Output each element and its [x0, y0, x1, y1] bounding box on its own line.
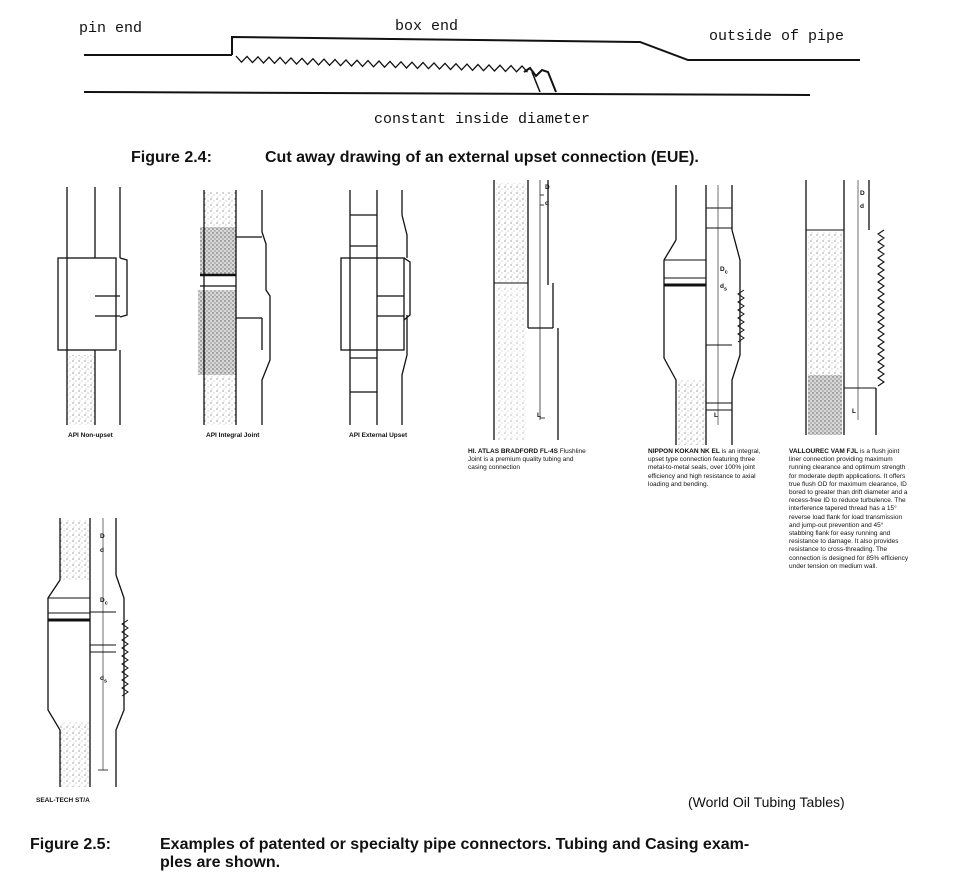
vam-dim-L: L: [852, 408, 856, 415]
vallourec-vam-title: VALLOUREC VAM FJL: [789, 448, 859, 455]
seal-tech-label: SEAL-TECH ST/A: [36, 797, 90, 804]
st-dim-Dc: Dc: [100, 597, 108, 607]
vallourec-vam-text: is a flush joint liner connection provid…: [789, 448, 909, 570]
atlas-bradford-description: HI. ATLAS BRADFORD FL-4S Flushline Joint…: [468, 448, 588, 473]
nippon-kokan-description: NIPPON KOKAN NK EL is an integral, upset…: [648, 448, 764, 489]
constant-inside-diameter-label: constant inside diameter: [374, 111, 591, 128]
nippon-kokan-title: NIPPON KOKAN NK EL: [648, 448, 720, 455]
atlas-dim-d: d: [545, 200, 549, 207]
source-note: (World Oil Tubing Tables): [688, 794, 845, 810]
api-integral-joint-label: API Integral Joint: [206, 432, 260, 439]
figure-2-5-caption-text: Examples of patented or specialty pipe c…: [160, 836, 749, 872]
st-dim-d: d: [100, 547, 104, 554]
nk-dim-ds: ds: [720, 283, 727, 293]
api-non-upset-label: API Non-upset: [68, 432, 113, 439]
api-non-upset-drawing: [57, 187, 128, 425]
vam-dim-d: d: [860, 203, 864, 210]
figure-2-4-caption-number: Figure 2.4:: [131, 149, 212, 166]
figure-2-5-caption-number: Figure 2.5:: [30, 836, 111, 853]
seal-tech-drawing: [47, 518, 129, 787]
vallourec-vam-description: VALLOUREC VAM FJL is a flush joint liner…: [789, 448, 909, 571]
api-external-upset-label: API External Upset: [349, 432, 408, 439]
box-end-label: box end: [395, 18, 459, 35]
atlas-dim-D: D: [545, 184, 550, 191]
eue-cutaway-drawing: [83, 35, 860, 96]
nk-dim-Dc: Dc: [720, 266, 728, 276]
figure-2-5-caption-line-1: Examples of patented or specialty pipe c…: [160, 836, 750, 853]
vam-dim-D: D: [860, 190, 865, 197]
api-external-upset-drawing: [340, 190, 411, 425]
figure-2-5-caption-line-2: ples are shown.: [160, 854, 281, 871]
atlas-bradford-text: Flushline Joint is a premium quality tub…: [468, 448, 586, 472]
api-integral-joint-drawing: [198, 190, 271, 425]
figure-2-4-caption-text: Cut away drawing of an external upset co…: [265, 149, 699, 166]
outside-of-pipe-label: outside of pipe: [709, 28, 845, 45]
pin-end-label: pin end: [79, 20, 143, 37]
atlas-bradford-drawing: [493, 180, 559, 440]
atlas-dim-L: L: [537, 412, 541, 419]
st-dim-ds: ds: [100, 675, 107, 685]
atlas-bradford-title: HI. ATLAS BRADFORD FL-4S: [468, 448, 558, 455]
nippon-kokan-text: is an integral, upset type connection fe…: [648, 448, 761, 488]
st-dim-D: D: [100, 533, 105, 540]
nk-dim-L: L: [714, 412, 718, 419]
nippon-kokan-drawing: [663, 185, 745, 445]
vallourec-vam-drawing: [805, 180, 885, 435]
